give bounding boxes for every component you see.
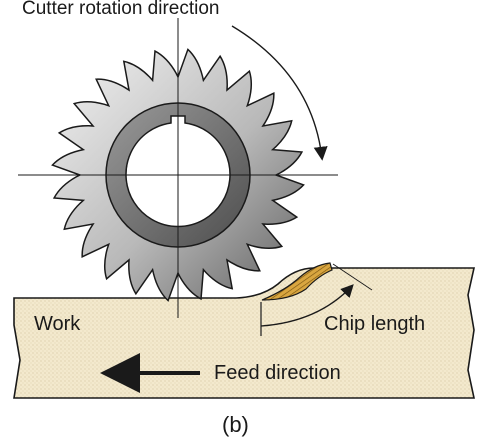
- rotation-arrow: [231, 25, 328, 161]
- chip: [261, 262, 333, 301]
- rotation-direction-label: Cutter rotation direction: [22, 0, 220, 19]
- chip-length-arc: [260, 284, 354, 327]
- work-label: Work: [34, 313, 81, 335]
- chip-length-label: Chip length: [324, 313, 426, 335]
- chip-length-leader: [332, 263, 373, 291]
- feed-direction-label: Feed direction: [214, 362, 341, 384]
- figure-caption: (b): [222, 412, 249, 437]
